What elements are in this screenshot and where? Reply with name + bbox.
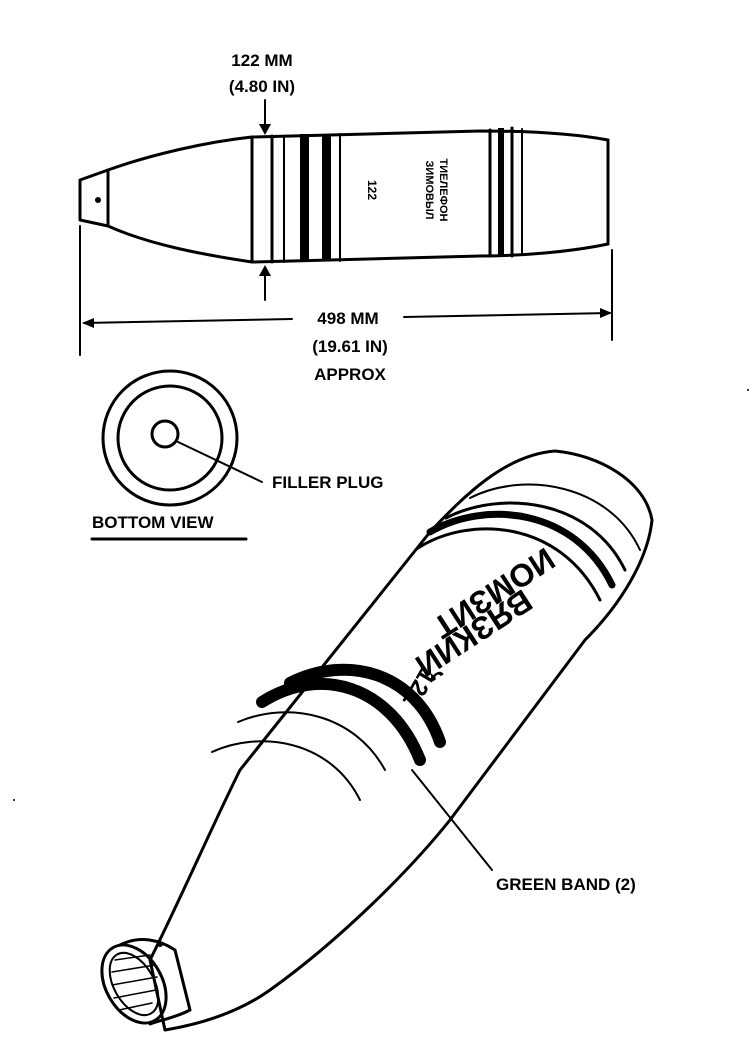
caliber-arrow-bottom-head [259, 265, 271, 276]
bottom-view: FILLER PLUG BOTTOM VIEW [90, 369, 383, 541]
rotating-band-3 [444, 501, 627, 572]
green-band-1 [256, 677, 426, 766]
caliber-in-label: (4.80 IN) [229, 77, 295, 96]
caliber-arrow-top-head [259, 124, 271, 135]
side-body-number: 122 [365, 180, 379, 200]
length-mm-label: 498 MM [317, 309, 378, 328]
caliber-mm-label: 122 MM [231, 51, 292, 70]
side-marking-line1: ЗИМОВЫЛ [423, 161, 435, 220]
rotating-band-b [498, 128, 504, 256]
side-view: 122 ЗИМОВЫЛ ТИЕЛЕФОН 122 MM (4.80 IN) 49… [78, 51, 613, 384]
fuze-threads-detail [111, 954, 158, 1011]
fuze-threads [108, 951, 160, 1017]
green-band-2-side [322, 134, 331, 261]
green-band-1-side [300, 134, 309, 261]
filler-plug [150, 419, 180, 449]
body-outline [250, 129, 610, 264]
bottom-view-title: BOTTOM VIEW [92, 513, 214, 532]
filler-plug-label: FILLER PLUG [272, 473, 383, 492]
length-dim-line-right [403, 312, 611, 318]
bottom-inner-circle [116, 384, 224, 492]
fuze-body [118, 938, 192, 1026]
fuze-opening [100, 943, 168, 1025]
length-note-label: APPROX [314, 365, 386, 384]
bottom-outer-circle [101, 369, 239, 507]
ogive-line-b [237, 711, 386, 771]
length-arrow-right [600, 308, 612, 318]
rotating-band-2 [426, 510, 616, 589]
fuze-dot [95, 197, 101, 203]
fuze-pin [157, 941, 163, 947]
scan-speck-1 [13, 799, 15, 801]
green-band-label: GREEN BAND (2) [496, 875, 636, 894]
side-marking-line2: ТИЕЛЕФОН [437, 159, 449, 222]
green-band-2 [284, 663, 446, 748]
ogive-outline [106, 135, 254, 264]
fuze-tip [78, 168, 110, 228]
scan-speck-2 [747, 389, 749, 391]
length-dim-line-left [83, 318, 293, 324]
filler-plug-leader [175, 440, 263, 483]
length-in-label: (19.61 IN) [312, 337, 388, 356]
ogive-line-a [211, 740, 361, 801]
green-band-leader [411, 769, 493, 871]
length-arrow-left [82, 318, 94, 328]
rotating-band-1 [416, 527, 602, 602]
rotating-band-4 [469, 483, 641, 551]
